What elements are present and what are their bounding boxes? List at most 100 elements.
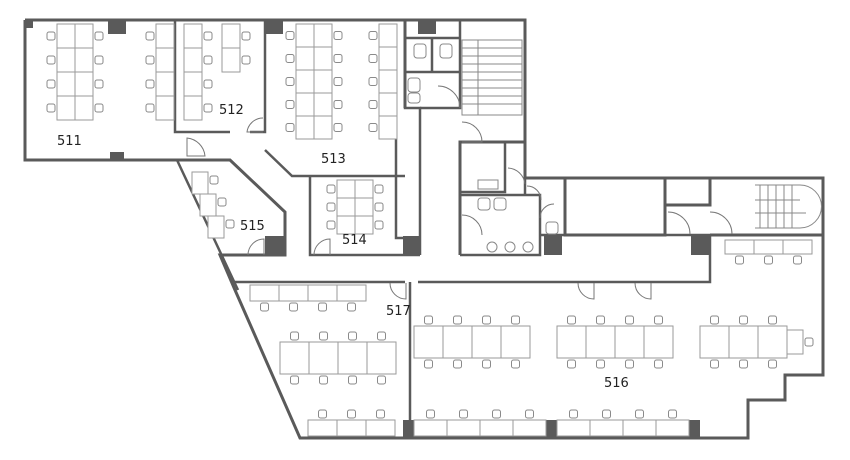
chair	[525, 409, 534, 419]
desk	[336, 284, 367, 302]
chair	[145, 31, 155, 41]
desk	[413, 419, 448, 437]
desk	[74, 71, 94, 97]
chair	[764, 255, 773, 265]
chair	[319, 331, 328, 341]
desk	[500, 325, 531, 359]
chair	[710, 315, 719, 325]
desk	[313, 115, 333, 140]
chair	[333, 123, 343, 132]
chair	[511, 359, 520, 369]
desk	[183, 71, 203, 97]
chair	[492, 409, 501, 419]
chair	[368, 77, 378, 86]
chair	[374, 220, 384, 230]
desk	[183, 23, 203, 49]
chair	[289, 302, 298, 312]
chair	[209, 175, 219, 185]
chair	[625, 359, 634, 369]
chair	[348, 375, 357, 385]
desk	[295, 69, 315, 94]
chair	[145, 79, 155, 89]
desk	[643, 325, 674, 359]
chair	[94, 55, 104, 65]
desk	[655, 419, 690, 437]
chair	[654, 359, 663, 369]
desk	[471, 325, 502, 359]
chair	[333, 54, 343, 63]
chair	[333, 77, 343, 86]
desk	[56, 47, 76, 73]
desk	[337, 341, 368, 375]
chair	[735, 255, 744, 265]
desk	[295, 23, 315, 48]
room-label-515: 515	[240, 219, 265, 234]
chair	[94, 79, 104, 89]
desk	[585, 325, 616, 359]
chair	[326, 202, 336, 212]
chair	[710, 359, 719, 369]
desk	[221, 23, 241, 49]
desk	[74, 47, 94, 73]
chair	[347, 302, 356, 312]
desk	[442, 325, 473, 359]
stairs-east	[755, 184, 822, 229]
chair	[768, 359, 777, 369]
desk	[295, 92, 315, 117]
chair	[94, 31, 104, 41]
desk	[308, 341, 339, 375]
chair	[290, 375, 299, 385]
desk	[512, 419, 547, 437]
chair	[625, 315, 634, 325]
desk	[336, 179, 356, 199]
desk	[155, 47, 175, 73]
desk	[183, 47, 203, 73]
desk	[614, 325, 645, 359]
chair	[377, 331, 386, 341]
desk	[378, 69, 398, 94]
chair	[668, 409, 677, 419]
desk	[221, 47, 241, 73]
chair	[804, 337, 814, 347]
chair	[596, 315, 605, 325]
desk	[753, 239, 784, 255]
chair	[203, 55, 213, 65]
chair	[94, 103, 104, 113]
desk	[313, 23, 333, 48]
chair	[46, 31, 56, 41]
desk	[74, 95, 94, 121]
desk	[757, 325, 788, 359]
chair	[368, 123, 378, 132]
furniture	[46, 23, 814, 437]
chair	[145, 103, 155, 113]
desk	[336, 197, 356, 217]
walls	[23, 18, 825, 440]
room-label-514: 514	[342, 233, 367, 248]
chair	[567, 315, 576, 325]
room-label-512: 512	[219, 103, 244, 118]
chair	[768, 315, 777, 325]
chair	[319, 375, 328, 385]
restroom-fixtures	[407, 43, 559, 253]
chair	[285, 31, 295, 40]
chair	[285, 77, 295, 86]
desk	[378, 92, 398, 117]
chair	[203, 31, 213, 41]
desk	[207, 215, 225, 239]
desk	[279, 341, 310, 375]
desk	[313, 92, 333, 117]
chair	[374, 184, 384, 194]
chair	[602, 409, 611, 419]
chair	[482, 315, 491, 325]
chair	[511, 315, 520, 325]
chair	[567, 359, 576, 369]
doors	[186, 85, 733, 300]
desk	[366, 341, 397, 375]
desk	[699, 325, 730, 359]
room-label-516: 516	[604, 376, 629, 391]
desk	[295, 46, 315, 71]
chair	[426, 409, 435, 419]
chair	[376, 409, 385, 419]
desk	[56, 95, 76, 121]
